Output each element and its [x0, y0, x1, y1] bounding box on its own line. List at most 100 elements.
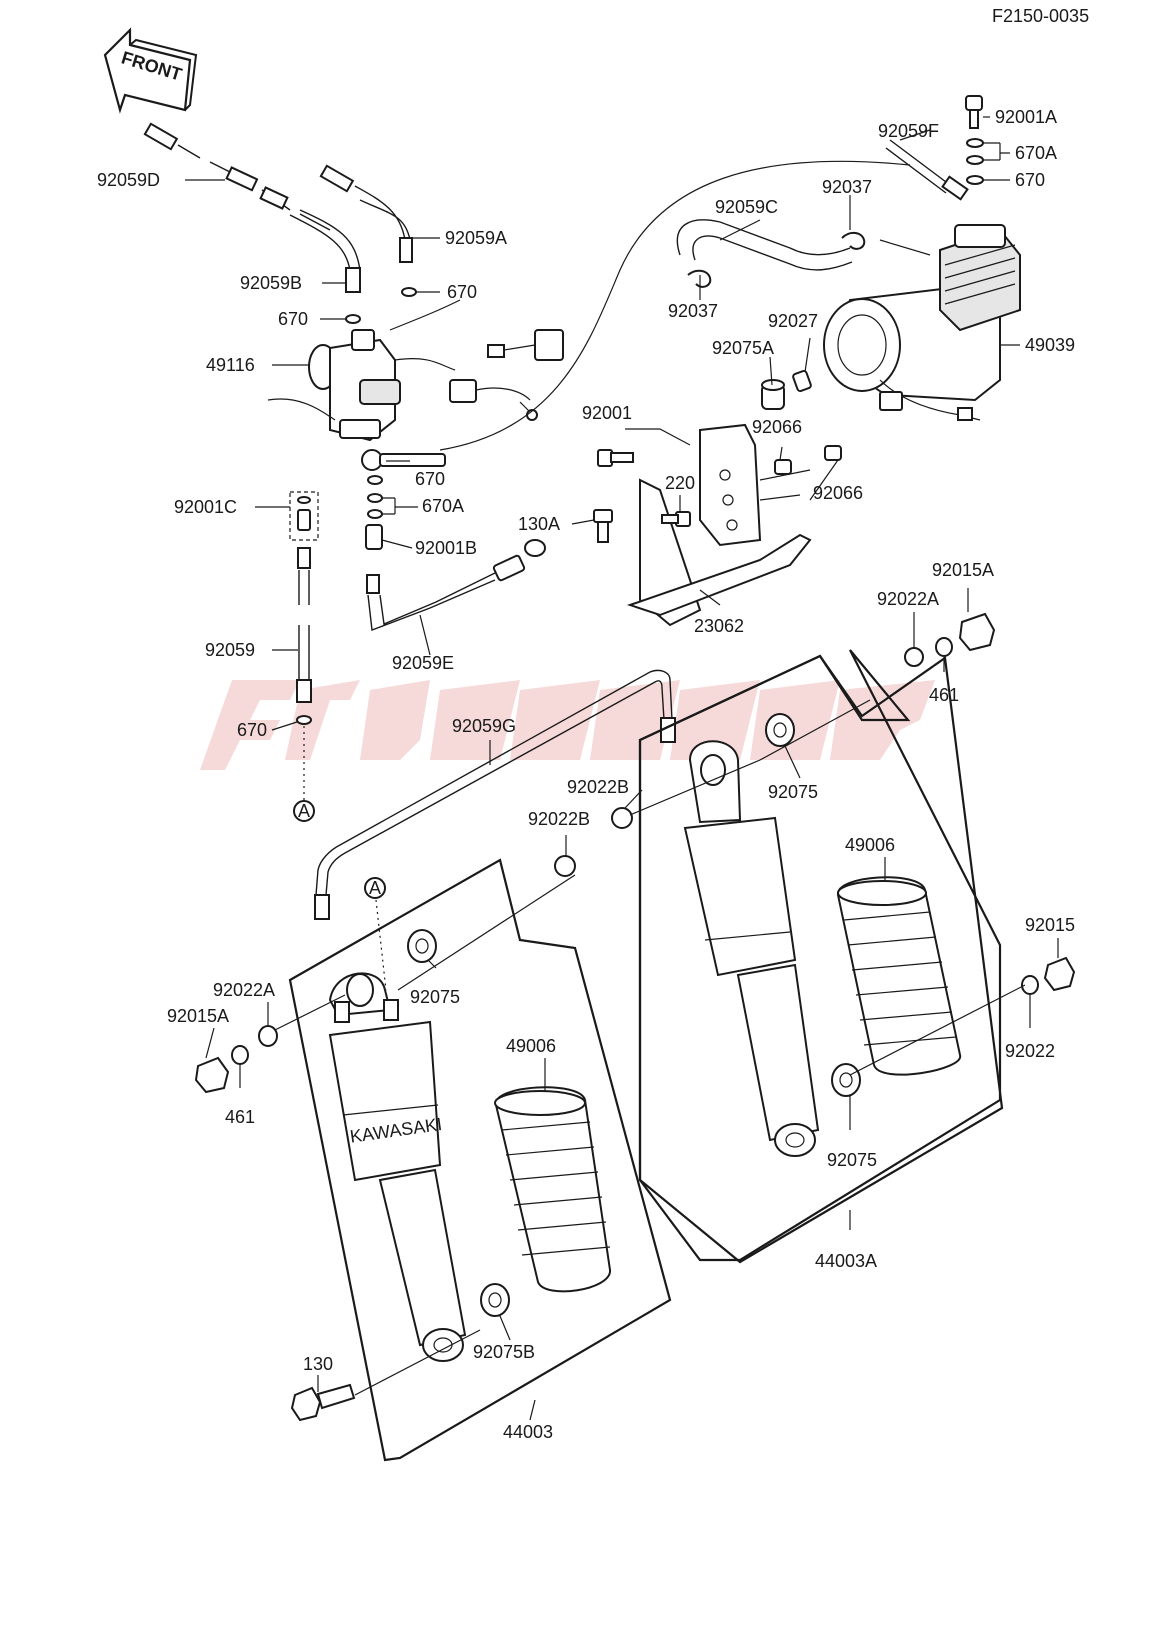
part-label-92001C: 92001C	[174, 497, 237, 517]
bellows-49006-left	[494, 1086, 612, 1293]
washer-670-b	[345, 314, 361, 324]
panel-44003	[288, 858, 672, 1462]
shock-absorber-left: KAWASAKI	[328, 972, 467, 1362]
washer-670-r	[966, 175, 984, 185]
part-label-92022A-left: 92022A	[213, 980, 275, 1000]
washer-670A-r1	[966, 138, 984, 148]
leader-lines	[185, 116, 1059, 1421]
nut-92015A-l	[194, 1056, 230, 1094]
bellows-49006-right	[837, 876, 962, 1076]
part-label-92022B-right: 92022B	[567, 777, 629, 797]
washer-670A-l1	[367, 493, 383, 503]
bushing-92075-top	[765, 713, 795, 747]
part-label-49116: 49116	[206, 355, 255, 375]
leader-23062	[699, 589, 721, 606]
part-label-92015A-top: 92015A	[932, 560, 994, 580]
washer-670A-r2	[966, 155, 984, 165]
washer-92022A-t	[904, 647, 924, 667]
part-label-92037-bottom: 92037	[668, 301, 718, 321]
part-label-92075B: 92075B	[473, 1342, 535, 1362]
part-label-92059G: 92059G	[452, 716, 516, 736]
part-label-92022B-left: 92022B	[528, 809, 590, 829]
part-label-92001A: 92001A	[995, 107, 1057, 127]
part-label-92059D: 92059D	[97, 170, 160, 190]
part-label-92066-a: 92066	[752, 417, 802, 437]
part-label-92022A-top: 92022A	[877, 589, 939, 609]
bushing-92075-bottom	[831, 1063, 861, 1097]
part-label-92075-bottom: 92075	[827, 1150, 877, 1170]
bushing-92075A	[761, 379, 785, 410]
part-label-92075-middle: 92075	[410, 987, 460, 1007]
shock-absorber-right	[683, 740, 820, 1157]
part-label-92075-top: 92075	[768, 782, 818, 802]
hose-92059E	[366, 539, 546, 631]
part-label-49039: 49039	[1025, 335, 1075, 355]
clip-92037-t	[841, 232, 866, 250]
bolt-130A	[593, 509, 613, 543]
connector-harness	[449, 329, 564, 421]
part-label-670A-left: 670A	[422, 496, 464, 516]
callout-a-top-label: A	[298, 801, 310, 821]
washer-670-a	[401, 287, 417, 297]
part-label-670-c: 670	[415, 469, 445, 489]
hose-92059F	[885, 139, 969, 201]
part-label-92015A-left: 92015A	[167, 1006, 229, 1026]
bleed-valve-92001A	[965, 95, 983, 129]
nut-92015	[1043, 956, 1076, 992]
part-label-44003: 44003	[503, 1422, 553, 1442]
panel-44003A	[638, 649, 1002, 1262]
part-label-92022: 92022	[1005, 1041, 1055, 1061]
clip-92037-b	[687, 269, 712, 288]
part-label-92059B: 92059B	[240, 273, 302, 293]
part-label-92059F: 92059F	[878, 121, 939, 141]
bleed-valve-92001B	[365, 524, 383, 550]
bushing-92075-left	[407, 929, 437, 963]
part-label-49006-left: 49006	[506, 1036, 556, 1056]
part-label-92059A: 92059A	[445, 228, 507, 248]
hose-92059	[296, 547, 312, 703]
part-label-130: 130	[303, 1354, 333, 1374]
cable-line	[439, 160, 911, 451]
compressor-49039	[823, 224, 1021, 421]
washer-670A-l2	[367, 509, 383, 519]
panel-44003A-outline	[638, 654, 1004, 1264]
callout-a-bottom	[364, 877, 386, 899]
part-label-220: 220	[665, 473, 695, 493]
leader-shock-right-bottom	[849, 984, 1026, 1076]
bolt-92001	[597, 449, 634, 467]
banjo-fitting	[361, 449, 446, 471]
part-label-92059C: 92059C	[715, 197, 778, 217]
part-label-130A: 130A	[518, 514, 560, 534]
part-label-92037-top: 92037	[822, 177, 872, 197]
part-label-670-d: 670	[237, 720, 267, 740]
cap-92066-a	[774, 459, 792, 475]
part-label-670-right: 670	[1015, 170, 1045, 190]
part-label-44003A: 44003A	[815, 1251, 877, 1271]
callout-a-bottom-label: A	[369, 878, 381, 898]
hose-92059A	[319, 164, 413, 263]
bracket-23062	[626, 423, 812, 627]
washer-92022A-l	[258, 1025, 278, 1047]
washer-461-l	[231, 1045, 249, 1065]
part-label-461-left: 461	[225, 1107, 255, 1127]
part-label-461-top: 461	[929, 685, 959, 705]
cap-92066-b	[824, 445, 842, 461]
part-label-49006-right: 49006	[845, 835, 895, 855]
part-label-92059E: 92059E	[392, 653, 454, 673]
hose-92059G	[314, 669, 676, 920]
leader-92059F-compressor	[879, 239, 931, 256]
part-label-23062: 23062	[694, 616, 744, 636]
part-label-670-b: 670	[278, 309, 308, 329]
leader-shock-right-bolt	[629, 699, 871, 816]
washer-92022	[1021, 975, 1039, 995]
washer-670-d	[296, 715, 312, 725]
part-labels: 92001A 92059F 670A 670 92059D 92059C 920…	[97, 107, 1075, 1442]
callout-a-top	[293, 800, 315, 822]
part-label-92001: 92001	[582, 403, 632, 423]
washer-92022B-r	[611, 807, 633, 829]
part-label-92075A: 92075A	[712, 338, 774, 358]
part-label-92027: 92027	[768, 311, 818, 331]
part-label-92059: 92059	[205, 640, 255, 660]
hose-92059D	[143, 122, 331, 231]
